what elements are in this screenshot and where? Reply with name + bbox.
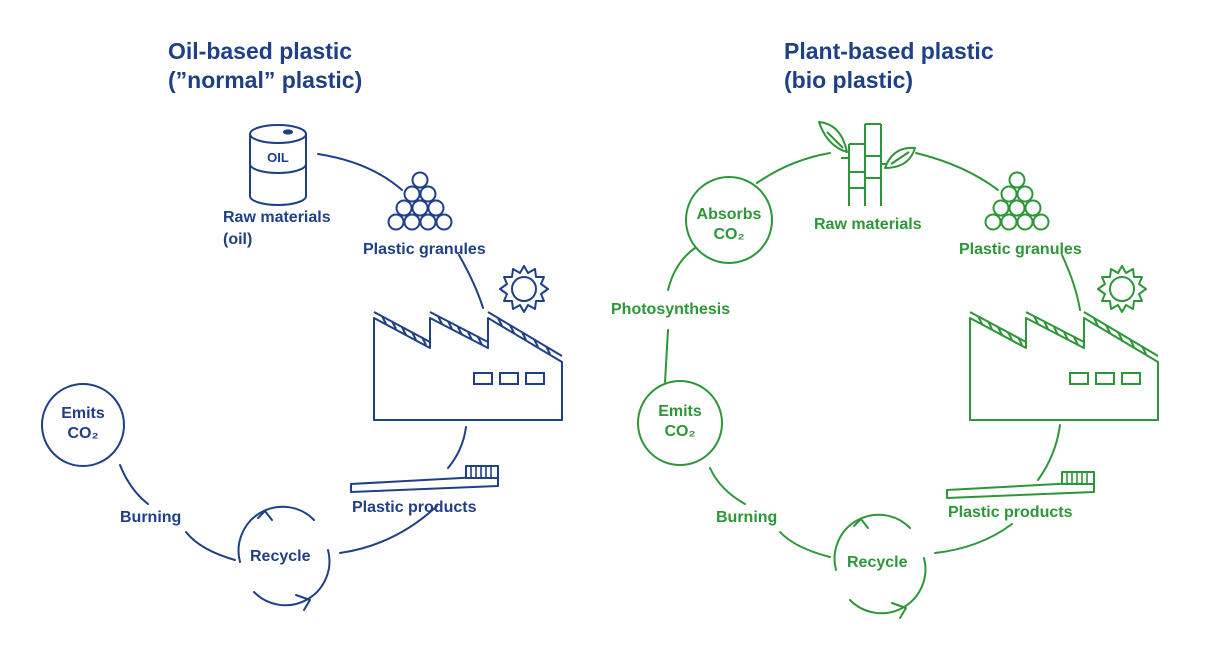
bio-products-label: Plastic products [948,504,1073,521]
recycle-arrows-icon [833,513,927,619]
oil-granules-label: Plastic granules [363,241,486,258]
factory-icon [969,311,1159,421]
plastic-granules-icon [387,171,453,231]
bio-recycle-label: Recycle [847,554,908,571]
oil-products-label: Plastic products [352,499,477,516]
oil-recycle-label: Recycle [250,548,311,565]
sun-icon [1097,265,1147,313]
oil-based-title-line1: Oil-based plastic [168,38,353,64]
oil-based-title: Oil-based plastic (”normal” plastic) [168,37,362,95]
bio-absorbs-line1: Absorbs [696,206,762,223]
oil-connector-granules-to-factory [458,254,484,309]
barrel-label: OIL [267,150,289,165]
oil-emits-co2-node: Emits CO₂ [41,383,125,467]
bio-absorbs-line2: CO₂ [713,226,745,243]
oil-emits-line1: Emits [61,405,105,422]
oil-connector-factory-to-products [447,426,467,469]
plastic-granules-icon [984,171,1050,231]
toothbrush-icon [350,465,499,493]
bio-connector-burning-to-emits [709,467,746,505]
bio-connector-products-to-recycle [934,523,1013,554]
bio-raw-materials-label: Raw materials [814,216,922,233]
oil-based-title-line2: (”normal” plastic) [168,67,363,93]
plant-stalk-icon [818,121,916,206]
bio-emits-line1: Emits [658,403,702,420]
bio-connector-factory-to-products [1037,424,1061,481]
sun-icon [499,265,549,313]
bio-emits-co2-node: Emits CO₂ [637,380,723,466]
oil-emits-line2: CO₂ [67,425,99,442]
bio-granules-label: Plastic granules [959,241,1082,258]
oil-connector-products-to-recycle [339,505,438,554]
oil-connector-recycle-to-burning [185,531,236,561]
bio-emits-line2: CO₂ [664,423,696,440]
recycle-arrows-icon [237,505,331,611]
oil-connector-burning-to-emits [119,464,149,505]
oil-raw-materials-label-line1: Raw materials [223,209,331,226]
oil-barrel-icon: OIL [249,124,307,206]
factory-icon [373,311,563,421]
bio-burning-label: Burning [716,509,778,526]
oil-burning-label: Burning [120,509,182,526]
bio-connector-emits-to-photosynthesis [664,329,669,383]
plant-based-title: Plant-based plastic (bio plastic) [784,37,994,95]
oil-connector-barrel-to-granules [317,153,403,191]
bio-photosynthesis-label: Photosynthesis [611,301,731,318]
bio-connector-plant-to-granules [915,152,999,191]
plant-based-title-line1: Plant-based plastic [784,38,994,64]
bio-connector-photosynthesis-to-absorbs [667,247,696,291]
bio-connector-granules-to-factory [1061,254,1081,311]
bio-absorbs-co2-node: Absorbs CO₂ [685,176,773,264]
plant-based-title-line2: (bio plastic) [784,67,914,93]
bio-connector-recycle-to-burning [779,531,831,558]
toothbrush-icon [946,471,1095,499]
bio-connector-absorbs-to-plant [756,152,831,184]
oil-raw-materials-label-line2: (oil) [223,231,253,248]
